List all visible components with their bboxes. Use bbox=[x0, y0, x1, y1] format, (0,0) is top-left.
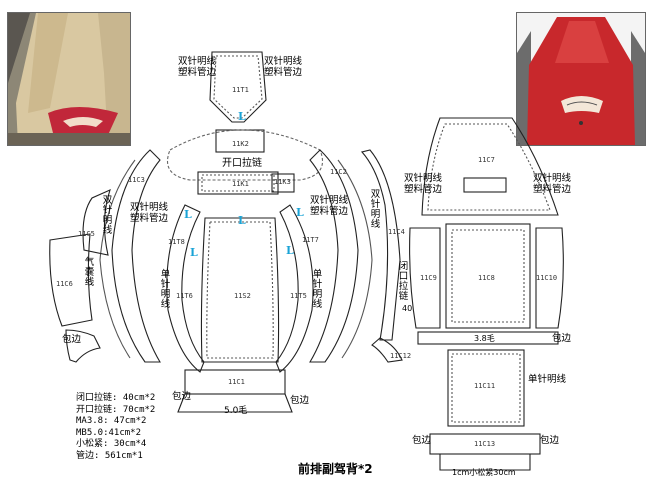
spec-list: 闭口拉链: 40cm*2 开口拉链: 70cm*2 MA3.8: 47cm*2 … bbox=[76, 393, 155, 463]
code-11C4: 11C4 bbox=[388, 228, 405, 236]
piece-11C13 bbox=[429, 433, 541, 455]
note-double-needle-plastic-1: 双针明线 塑料管边 bbox=[178, 56, 217, 78]
code-11C5: 11C5 bbox=[78, 230, 95, 238]
piece-11K2 bbox=[215, 129, 265, 153]
seat-photo-left bbox=[7, 12, 131, 146]
piece-11C11 bbox=[447, 349, 525, 427]
piece-11C5 bbox=[82, 188, 111, 256]
piece-11K1 bbox=[197, 171, 279, 195]
L-marker-2: L bbox=[184, 208, 192, 221]
piece-11C10 bbox=[535, 227, 564, 329]
note-size-38: 3.8毛 bbox=[474, 334, 495, 343]
piece-5-0 bbox=[177, 393, 293, 413]
spec-piping: 管边: 561cm*1 bbox=[76, 450, 143, 461]
piece-11C4 bbox=[360, 149, 401, 341]
L-marker-5: L bbox=[190, 246, 198, 259]
L-marker-4: L bbox=[296, 206, 304, 219]
note-double-needle-vertical-left: 双针明线 bbox=[102, 195, 113, 236]
code-11K2: 11K2 bbox=[232, 140, 249, 148]
code-11C3: 11C3 bbox=[128, 176, 145, 184]
note-double-needle-plastic-6: 双针明线 塑料管边 bbox=[533, 173, 572, 195]
note-open-zipper: 开口拉链 bbox=[222, 158, 262, 169]
note-zipper-40: 40 bbox=[402, 304, 413, 313]
L-marker-6: L bbox=[286, 244, 294, 257]
code-11S2: 11S2 bbox=[234, 292, 251, 300]
code-11T6: 11T6 bbox=[176, 292, 193, 300]
code-11C7: 11C7 bbox=[478, 156, 495, 164]
note-closed-zipper: 闭口拉链 bbox=[398, 261, 409, 302]
code-11K3: 11K3 bbox=[274, 178, 291, 186]
page-title: 前排副驾背*2 bbox=[298, 462, 373, 476]
piece-11C3 bbox=[111, 149, 161, 363]
piece-11C2 bbox=[309, 149, 359, 363]
code-11T1: 11T1 bbox=[232, 86, 249, 94]
note-piping-right-3: 包边 bbox=[412, 435, 432, 446]
note-airbag-line: 气囊线 bbox=[84, 257, 95, 288]
code-11C9: 11C9 bbox=[420, 274, 437, 282]
code-11C2: 11C2 bbox=[330, 168, 347, 176]
code-11C13: 11C13 bbox=[474, 440, 496, 448]
piece-11C6 bbox=[49, 233, 93, 327]
code-11C11: 11C11 bbox=[474, 382, 496, 390]
note-piping-right-2: 包边 bbox=[552, 333, 572, 344]
piece-11T1 bbox=[209, 51, 267, 123]
piece-11T7-11T5 bbox=[275, 204, 314, 373]
note-double-needle-plastic-4: 双针明线 塑料管边 bbox=[310, 195, 349, 217]
note-piping-right-4: 包边 bbox=[540, 435, 560, 446]
note-single-needle-right: 单针明线 bbox=[312, 269, 323, 310]
piece-11C9 bbox=[409, 227, 441, 329]
note-double-needle-plastic-3: 双针明线 塑料管边 bbox=[130, 202, 169, 224]
note-piping-left-1: 包边 bbox=[62, 334, 82, 345]
code-11C1: 11C1 bbox=[228, 378, 245, 386]
spec-open-zipper: 开口拉链: 70cm*2 bbox=[76, 404, 156, 415]
code-11T7: 11T7 bbox=[302, 236, 319, 244]
code-11C6: 11C6 bbox=[56, 280, 73, 288]
note-double-needle-plastic-5: 双针明线 塑料管边 bbox=[404, 173, 443, 195]
piece-11S2 bbox=[200, 217, 280, 363]
note-single-needle-left: 单针明线 bbox=[160, 269, 171, 310]
spec-mb50: MB5.0:41cm*2 bbox=[76, 427, 142, 438]
note-single-needle-right-2: 单针明线 bbox=[528, 374, 567, 385]
code-11C8: 11C8 bbox=[478, 274, 495, 282]
code-11T5: 11T5 bbox=[290, 292, 307, 300]
note-piping-right-1: 包边 bbox=[290, 395, 310, 406]
spec-closed-zipper: 闭口拉链: 40cm*2 bbox=[76, 393, 156, 403]
note-size-5: 5.0毛 bbox=[224, 406, 248, 416]
piece-3-8 bbox=[417, 331, 559, 345]
piece-11T8-11T6 bbox=[166, 204, 205, 373]
note-double-needle-plastic-2: 双针明线 塑料管边 bbox=[264, 56, 303, 78]
code-11K1: 11K1 bbox=[232, 180, 249, 188]
code-11C12: 11C12 bbox=[390, 352, 412, 360]
code-11C10: 11C10 bbox=[536, 274, 558, 282]
note-double-needle-vertical-right: 双针明线 bbox=[370, 189, 381, 230]
piece-11C1 bbox=[184, 369, 286, 395]
spec-ma38: MA3.8: 47cm*2 bbox=[76, 416, 147, 427]
L-marker-1: L bbox=[238, 110, 246, 123]
note-piping-left-2: 包边 bbox=[172, 391, 192, 402]
piece-11C3-inner bbox=[99, 159, 136, 359]
spec-small-elastic: 小松紧: 30cm*4 bbox=[76, 439, 147, 450]
note-small-elastic: 1cm小松紧30cm bbox=[452, 468, 516, 477]
L-marker-3: L bbox=[238, 214, 246, 227]
piece-11K3 bbox=[271, 173, 295, 193]
piece-11C8 bbox=[445, 223, 531, 329]
seat-photo-right bbox=[516, 12, 646, 146]
code-11T8: 11T8 bbox=[168, 238, 185, 246]
piece-11C7 bbox=[421, 117, 559, 216]
